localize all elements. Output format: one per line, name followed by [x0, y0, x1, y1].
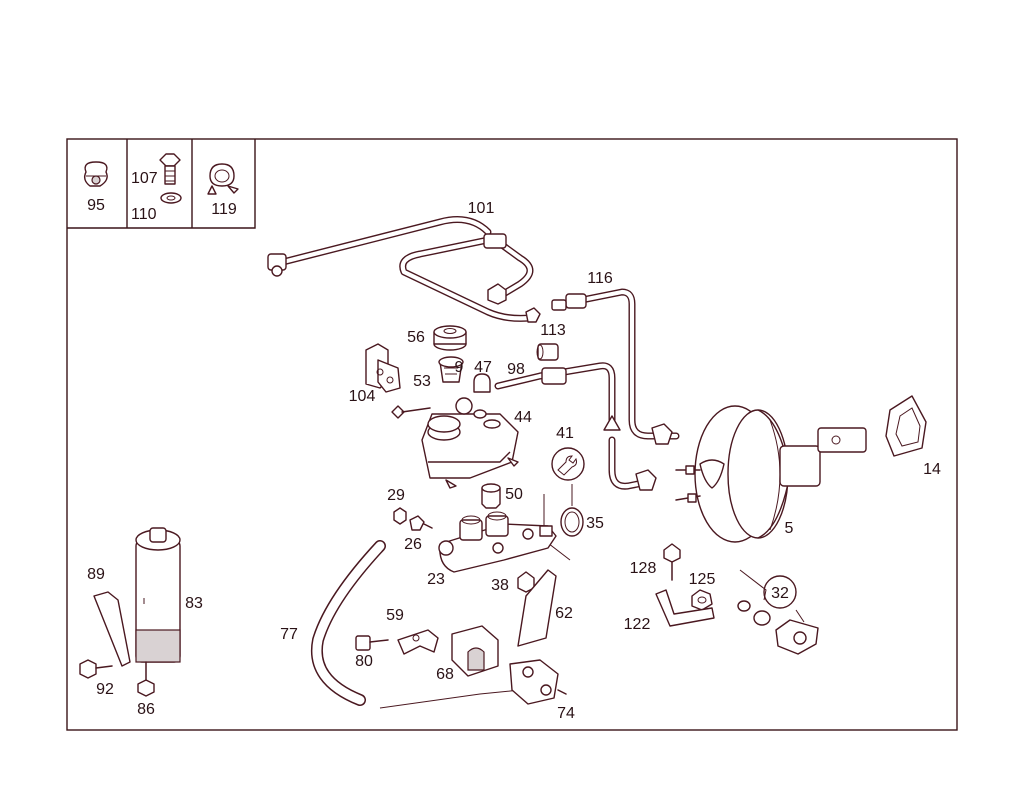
callout-35: 35: [586, 515, 604, 532]
callout-128: 128: [630, 560, 657, 577]
callout-98: 98: [507, 361, 525, 378]
diagram-frame: [66, 138, 958, 731]
bushing-113: [536, 343, 559, 361]
seal-ring-35: [543, 484, 584, 561]
callout-59: 59: [386, 607, 404, 624]
bracket-104: [365, 343, 401, 393]
callout-50: 50: [505, 486, 523, 503]
callout-5: 5: [785, 520, 794, 537]
bolt-92: [79, 659, 113, 679]
pressure-switch-26: [409, 515, 433, 531]
clip-59: [397, 629, 439, 655]
callout-9: 9: [455, 359, 464, 376]
vacuum-valve-32: [737, 569, 819, 655]
callout-125: 125: [689, 571, 716, 588]
filler-strainer-53: [438, 356, 464, 383]
callout-92: 92: [96, 681, 114, 698]
brake-line-116: [551, 288, 680, 445]
master-cylinder-23: [438, 511, 557, 573]
callout-113: 113: [540, 322, 566, 339]
valve-74: [509, 659, 567, 705]
callout-107: 107: [131, 170, 158, 187]
legend-box: [67, 139, 256, 229]
callout-74: 74: [557, 705, 575, 722]
callout-44: 44: [514, 409, 532, 426]
banjo-bolt-icon: [159, 153, 181, 185]
brake-line-98: [494, 362, 657, 491]
bracket-62: [517, 569, 557, 647]
plug-47: [473, 373, 491, 393]
callout-83: 83: [185, 595, 203, 612]
callout-38: 38: [491, 577, 509, 594]
callout-32: 32: [771, 585, 789, 602]
grommet-50: [481, 483, 501, 509]
callout-116: 116: [587, 270, 613, 287]
callout-47: 47: [474, 359, 492, 376]
callout-14: 14: [923, 461, 941, 478]
brake-fluid-reservoir-44: [421, 397, 519, 489]
rubber-grommet-icon: [83, 161, 108, 187]
vacuum-reservoir-83: [135, 527, 181, 663]
callout-119: 119: [211, 201, 237, 218]
bolt-80: [355, 635, 389, 651]
cap-41: [551, 447, 585, 481]
brake-booster-5: [675, 405, 867, 543]
callout-80: 80: [355, 653, 373, 670]
callout-86: 86: [137, 701, 155, 718]
screw-plug-29: [393, 507, 407, 525]
nut-86: [137, 661, 155, 697]
nut-125: [691, 589, 713, 611]
brake-line-101: [267, 216, 541, 323]
bolt-reservoir: [391, 405, 431, 419]
callout-62: 62: [555, 605, 573, 622]
callout-95: 95: [87, 197, 105, 214]
callout-122: 122: [624, 616, 651, 633]
callout-101: 101: [468, 200, 495, 217]
callout-77: 77: [280, 626, 298, 643]
callout-110: 110: [131, 206, 157, 223]
gasket-14: [885, 395, 927, 457]
bracket-122: [655, 589, 715, 627]
bracket-89: [93, 591, 131, 667]
callout-23: 23: [427, 571, 445, 588]
callout-68: 68: [436, 666, 454, 683]
seal-washer-icon: [160, 192, 182, 204]
mount-68: [451, 625, 499, 677]
callout-56: 56: [407, 329, 425, 346]
callout-89: 89: [87, 566, 105, 583]
vacuum-hose-77: [310, 540, 521, 709]
callout-53: 53: [413, 373, 431, 390]
callout-29: 29: [387, 487, 405, 504]
callout-26: 26: [404, 536, 422, 553]
bolt-128: [663, 543, 681, 581]
reservoir-cap-56: [433, 325, 467, 351]
callout-41: 41: [556, 425, 574, 442]
callout-104: 104: [349, 388, 376, 405]
hose-clamp-icon: [207, 163, 239, 195]
